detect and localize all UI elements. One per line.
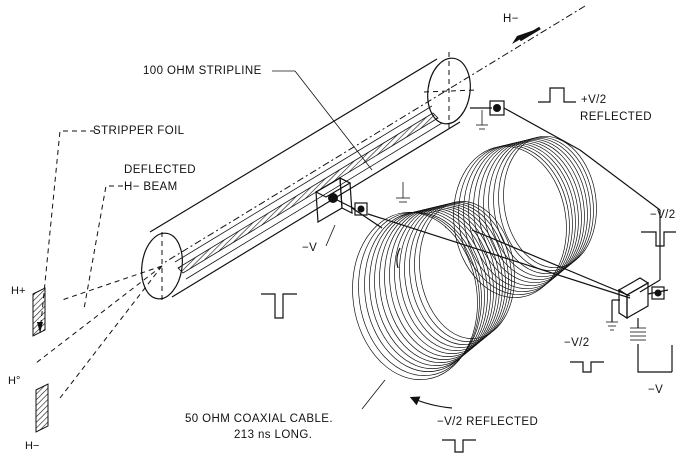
minus-v2-reflected-label: −V/2 REFLECTED [437, 416, 538, 428]
minus-v-bottom-label: −V [648, 384, 663, 396]
stripline-cylinder [141, 52, 477, 300]
negative-pulse-icon-right [641, 231, 676, 247]
stripper-foil-upper [32, 287, 46, 337]
negative-pulse-icon-bottom [442, 439, 476, 453]
pulse-source-box [606, 277, 673, 373]
feed-connector-box [314, 176, 410, 224]
positive-pulse-icon [538, 87, 576, 103]
plus-v2-reflected-label: REFLECTED [580, 111, 652, 123]
negative-pulse-icon-mid [570, 361, 604, 373]
h-plus-label: H+ [11, 285, 25, 297]
minus-v-center-label: −V [302, 242, 317, 254]
coax-coil-front [352, 201, 515, 380]
negative-pulse-icon-center [261, 293, 297, 319]
coax-leads [351, 149, 661, 299]
leader-lines [37, 70, 386, 410]
h-minus-out-label: H− [25, 440, 39, 452]
minus-v2-mid-label: −V/2 [564, 337, 590, 349]
deflected-label-line1: DEFLECTED [124, 164, 196, 176]
h-zero-label: H° [8, 375, 20, 387]
deflected-label-line2: H− BEAM [124, 181, 178, 193]
h-minus-incoming-label: H− [503, 13, 519, 25]
stripper-foil-lower [35, 383, 49, 433]
plus-v2-label: +V/2 [581, 94, 607, 106]
minus-v2-right-label: −V/2 [650, 209, 676, 221]
beam-axis [161, 5, 586, 265]
output-beams [35, 265, 163, 399]
reflected-arrow [409, 396, 453, 409]
coax-label-line1: 50 OHM COAXIAL CABLE. [185, 413, 333, 425]
stripline-label: 100 OHM STRIPLINE [143, 65, 262, 77]
coax-label-line2: 213 ns LONG. [234, 429, 312, 441]
far-end-connector [470, 100, 581, 151]
stripper-foil-label: STRIPPER FOIL [93, 125, 185, 137]
coax-coil-back [453, 135, 597, 299]
